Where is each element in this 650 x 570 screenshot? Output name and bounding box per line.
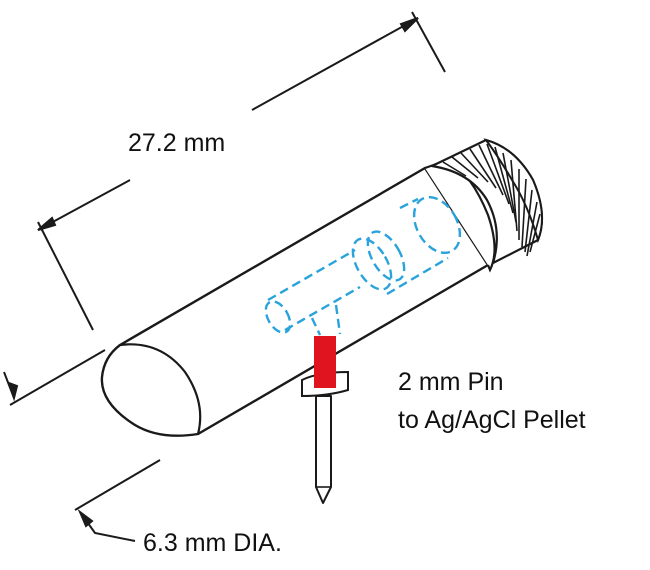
hidden-channel-end — [264, 300, 292, 334]
diameter-arrowhead-top — [7, 381, 19, 402]
diameter-label: 6.3 mm DIA. — [143, 529, 282, 557]
hidden-bore-end — [412, 195, 462, 255]
hidden-internal-parts — [264, 195, 462, 336]
knurl-ridges — [442, 143, 541, 257]
length-dimension — [37, 11, 446, 331]
diameter-extension-line-top — [9, 349, 106, 406]
body-cylinder — [100, 166, 490, 437]
pin-contact-red — [314, 336, 336, 388]
pin-shaft — [315, 395, 332, 504]
pin-label-line2: to Ag/AgCl Pellet — [398, 406, 586, 434]
length-dimension-line-right — [251, 17, 419, 111]
hidden-ring — [351, 237, 393, 291]
length-extension-line-right — [411, 11, 446, 73]
length-arrowhead-right — [399, 17, 419, 33]
diameter-extension-line-bottom — [74, 459, 161, 511]
diameter-leader — [79, 511, 136, 542]
diameter-dimension — [3, 349, 161, 542]
diameter-arrowhead-bottom — [77, 508, 94, 528]
holder-body — [100, 138, 544, 437]
length-extension-line-left — [37, 221, 94, 331]
pin-label-line1: 2 mm Pin — [398, 368, 504, 396]
length-arrowhead-left — [37, 216, 57, 231]
body-nose-curve — [119, 343, 202, 435]
length-label: 27.2 mm — [128, 129, 226, 157]
pin-assembly — [301, 336, 349, 504]
